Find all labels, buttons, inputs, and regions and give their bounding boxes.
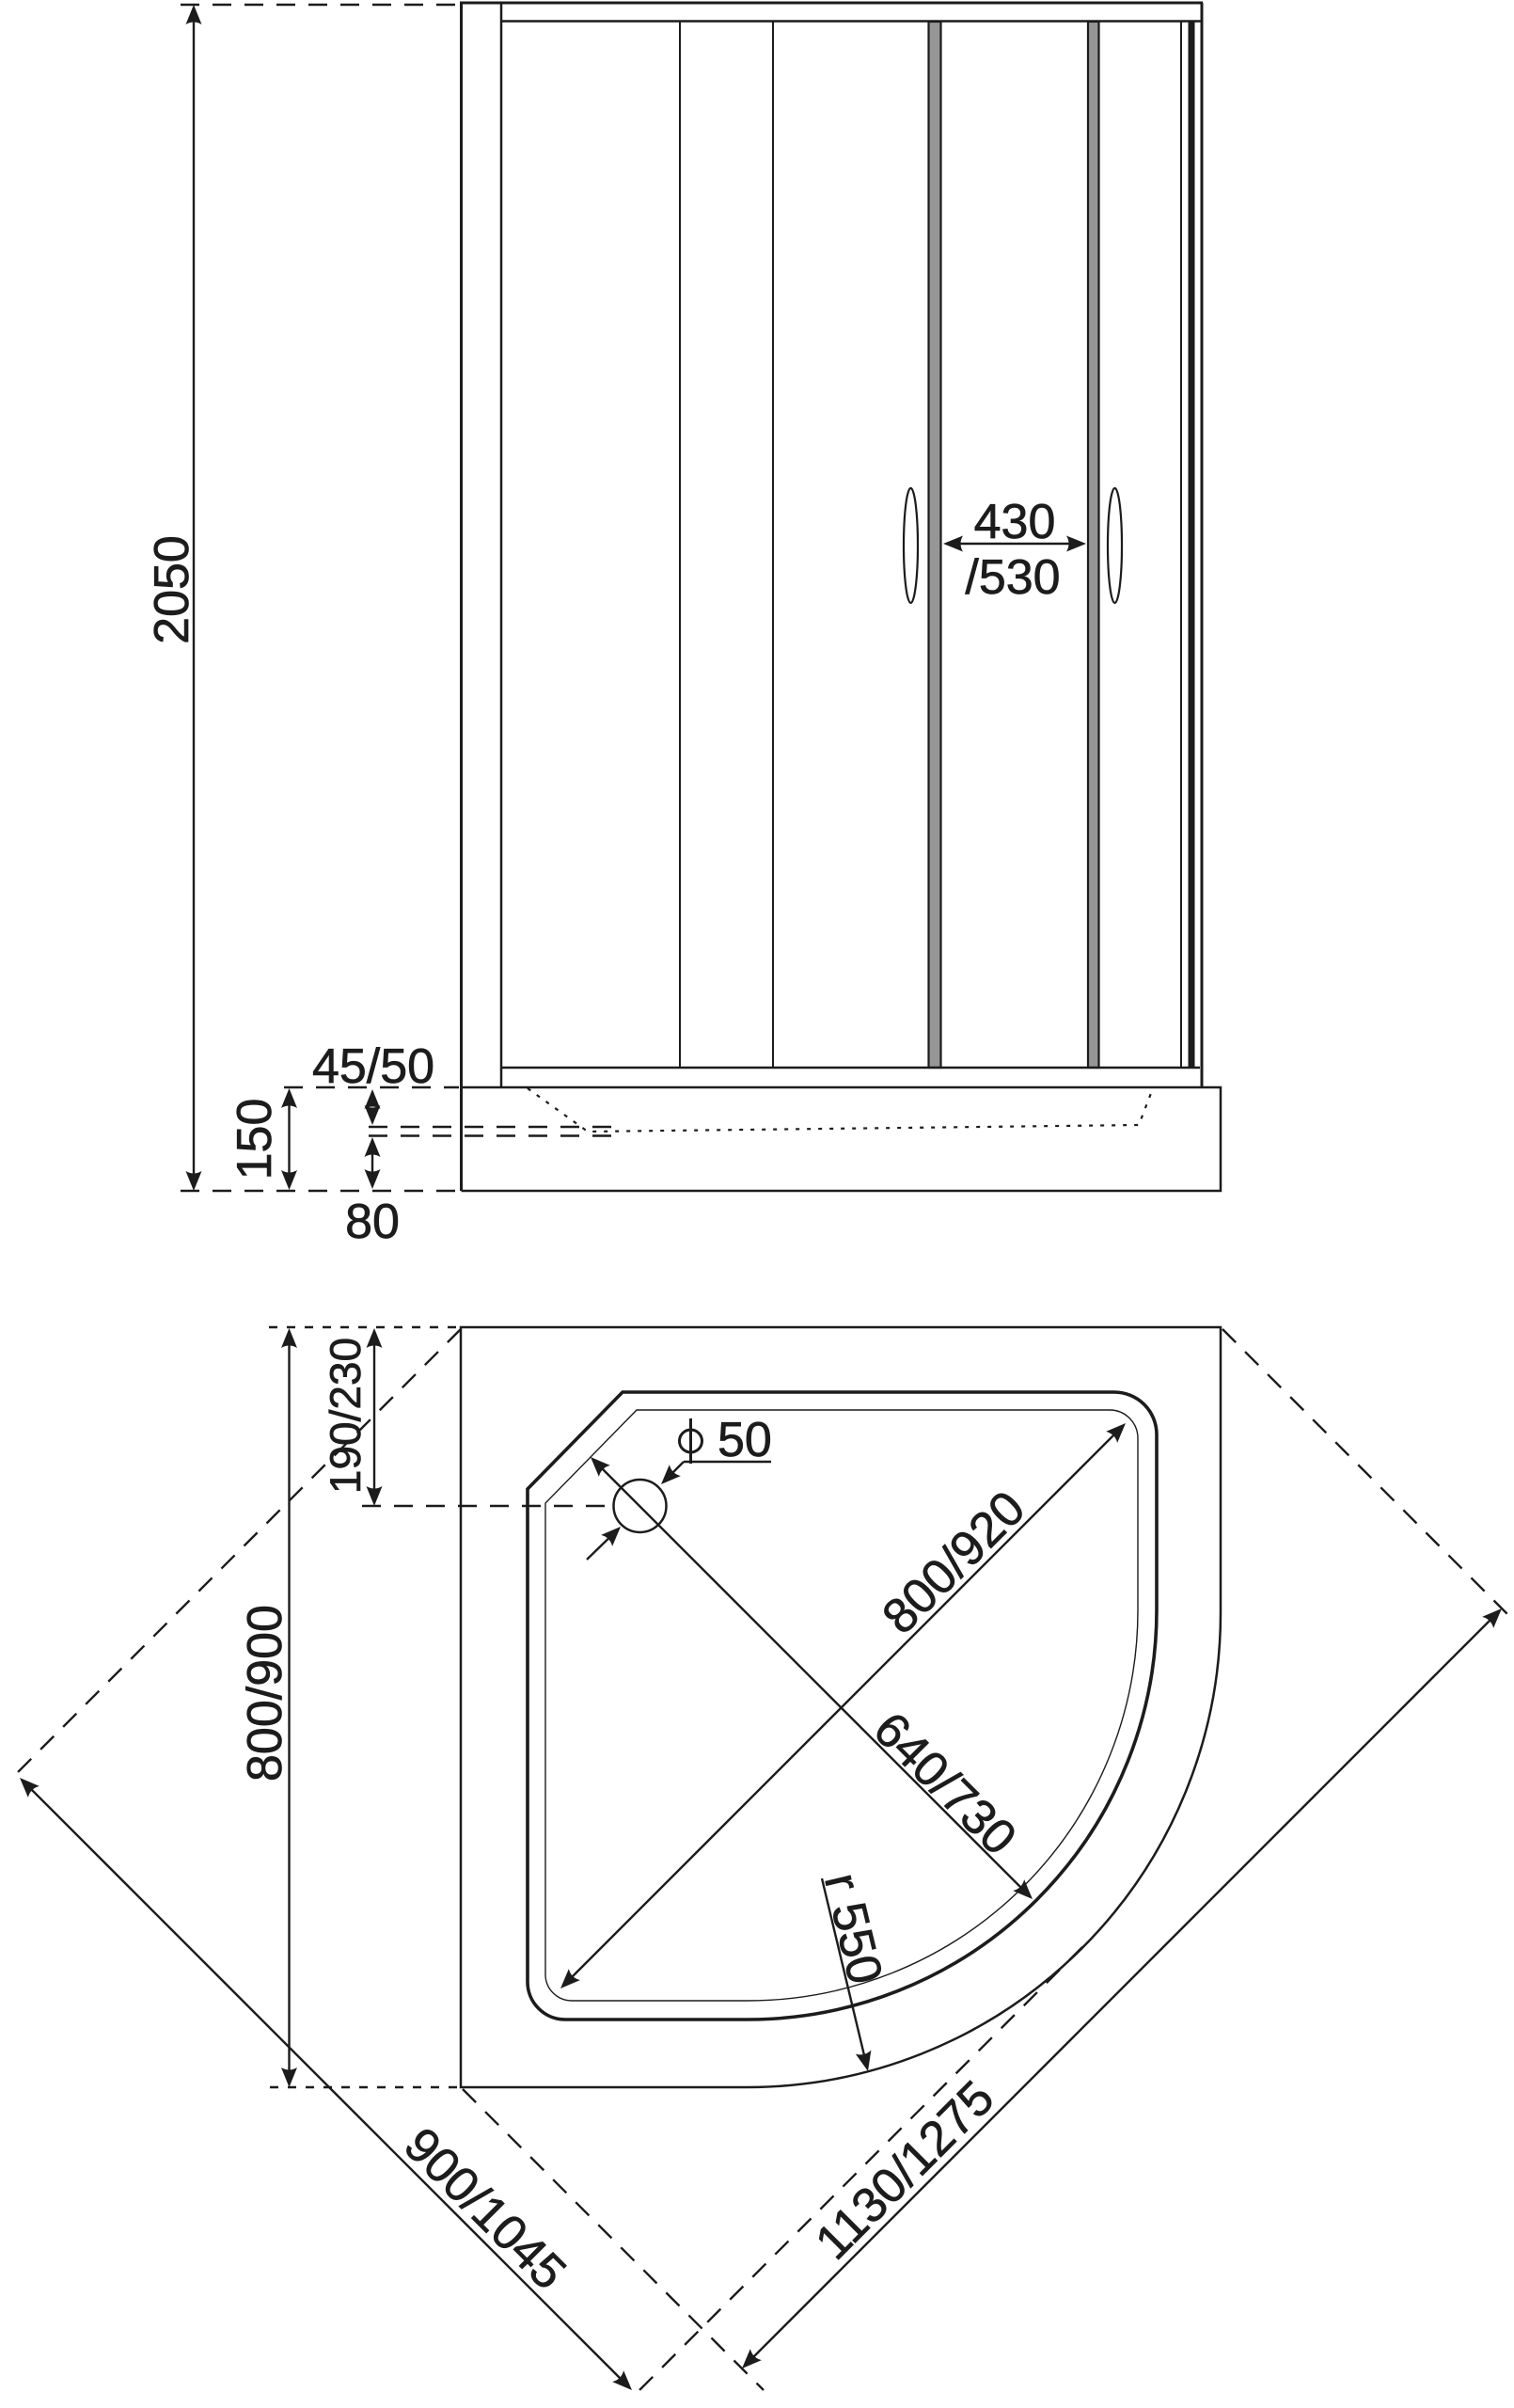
svg-text:190/230: 190/230 [321,1338,370,1494]
svg-text:45/50: 45/50 [312,1039,434,1094]
svg-text:430: 430 [974,495,1056,549]
svg-text:/530: /530 [965,550,1060,605]
svg-text:50: 50 [718,1413,772,1467]
svg-text:150: 150 [228,1099,282,1180]
svg-text:2050: 2050 [145,535,199,644]
svg-text:80: 80 [345,1195,400,1249]
svg-text:800/900: 800/900 [238,1605,292,1782]
